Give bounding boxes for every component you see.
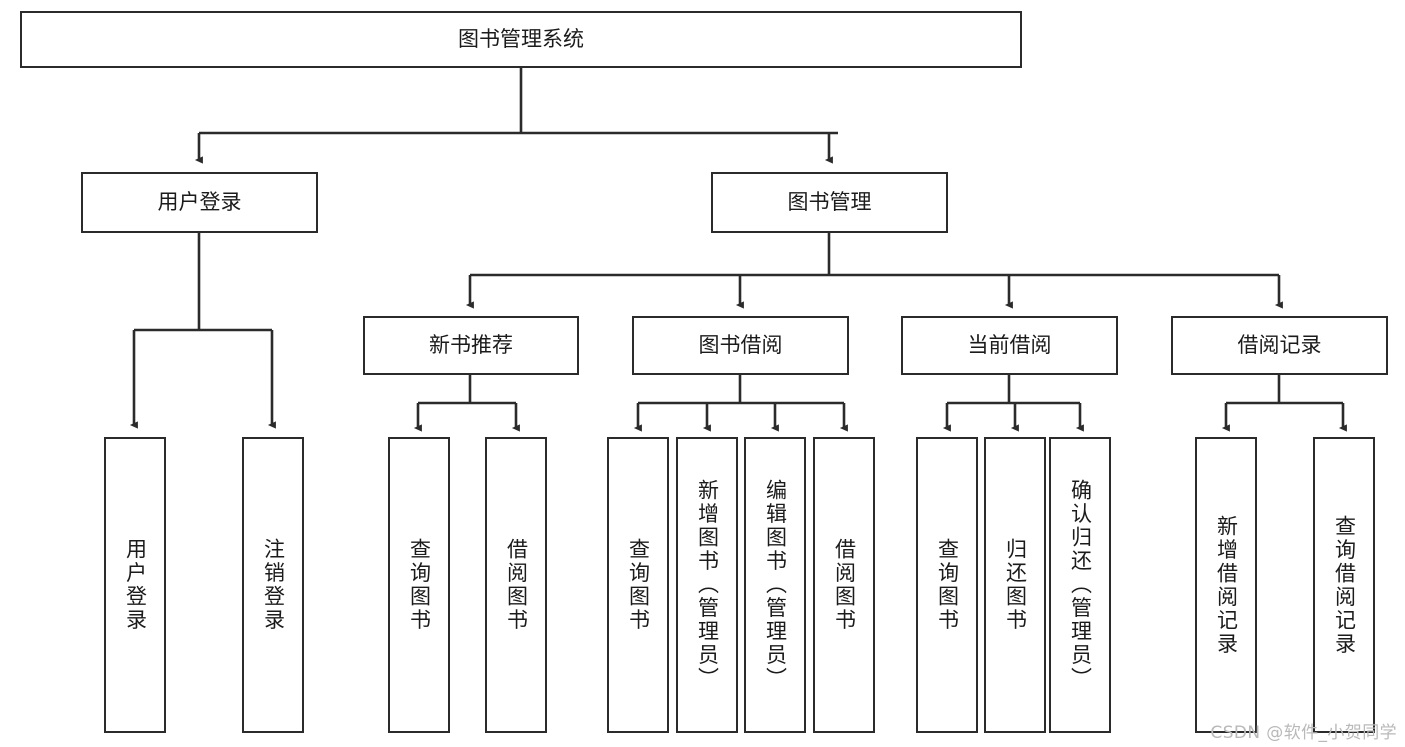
node-book-manage-label: 图书管理 bbox=[787, 190, 872, 215]
node-leaf-add-book[interactable]: 新增图书（管理员） bbox=[676, 437, 738, 733]
node-new-book-recommend[interactable]: 新书推荐 bbox=[363, 316, 579, 375]
node-leaf-add-record-label: 新增借阅记录 bbox=[1214, 514, 1239, 656]
node-borrow-record[interactable]: 借阅记录 bbox=[1171, 316, 1388, 375]
node-leaf-user-login-label: 用户登录 bbox=[123, 538, 148, 632]
node-leaf-query-book-1[interactable]: 查询图书 bbox=[388, 437, 450, 733]
node-leaf-return-book-label: 归还图书 bbox=[1003, 538, 1028, 632]
node-root-label: 图书管理系统 bbox=[458, 27, 584, 52]
node-leaf-confirm-return-label: 确认归还（管理员） bbox=[1068, 479, 1093, 691]
node-leaf-logout[interactable]: 注销登录 bbox=[242, 437, 304, 733]
node-leaf-query-record[interactable]: 查询借阅记录 bbox=[1313, 437, 1375, 733]
node-leaf-logout-label: 注销登录 bbox=[261, 538, 286, 632]
node-leaf-add-book-label: 新增图书（管理员） bbox=[695, 479, 720, 691]
node-book-manage[interactable]: 图书管理 bbox=[711, 172, 948, 233]
node-leaf-query-book-3[interactable]: 查询图书 bbox=[916, 437, 978, 733]
node-leaf-edit-book-label: 编辑图书（管理员） bbox=[763, 479, 788, 691]
node-leaf-return-book[interactable]: 归还图书 bbox=[984, 437, 1046, 733]
csdn-watermark: CSDN @软件_小贺同学 bbox=[1210, 723, 1397, 743]
node-leaf-borrow-book-2-label: 借阅图书 bbox=[832, 538, 857, 632]
node-current-borrow-label: 当前借阅 bbox=[967, 333, 1052, 358]
node-leaf-query-book-1-label: 查询图书 bbox=[407, 538, 432, 632]
node-leaf-borrow-book-1[interactable]: 借阅图书 bbox=[485, 437, 547, 733]
node-leaf-query-book-2[interactable]: 查询图书 bbox=[607, 437, 669, 733]
node-leaf-borrow-book-1-label: 借阅图书 bbox=[504, 538, 529, 632]
node-leaf-add-record[interactable]: 新增借阅记录 bbox=[1195, 437, 1257, 733]
node-new-book-recommend-label: 新书推荐 bbox=[429, 333, 513, 358]
node-root[interactable]: 图书管理系统 bbox=[20, 11, 1022, 68]
node-leaf-confirm-return[interactable]: 确认归还（管理员） bbox=[1049, 437, 1111, 733]
node-user-login[interactable]: 用户登录 bbox=[81, 172, 318, 233]
node-user-login-label: 用户登录 bbox=[157, 190, 242, 215]
node-leaf-edit-book[interactable]: 编辑图书（管理员） bbox=[744, 437, 806, 733]
node-leaf-query-book-3-label: 查询图书 bbox=[935, 538, 960, 632]
node-borrow-record-label: 借阅记录 bbox=[1237, 333, 1322, 358]
node-book-borrow[interactable]: 图书借阅 bbox=[632, 316, 849, 375]
node-current-borrow[interactable]: 当前借阅 bbox=[901, 316, 1118, 375]
node-leaf-user-login[interactable]: 用户登录 bbox=[104, 437, 166, 733]
node-book-borrow-label: 图书借阅 bbox=[698, 333, 783, 358]
node-leaf-query-book-2-label: 查询图书 bbox=[626, 538, 651, 632]
node-leaf-query-record-label: 查询借阅记录 bbox=[1332, 514, 1357, 656]
node-leaf-borrow-book-2[interactable]: 借阅图书 bbox=[813, 437, 875, 733]
